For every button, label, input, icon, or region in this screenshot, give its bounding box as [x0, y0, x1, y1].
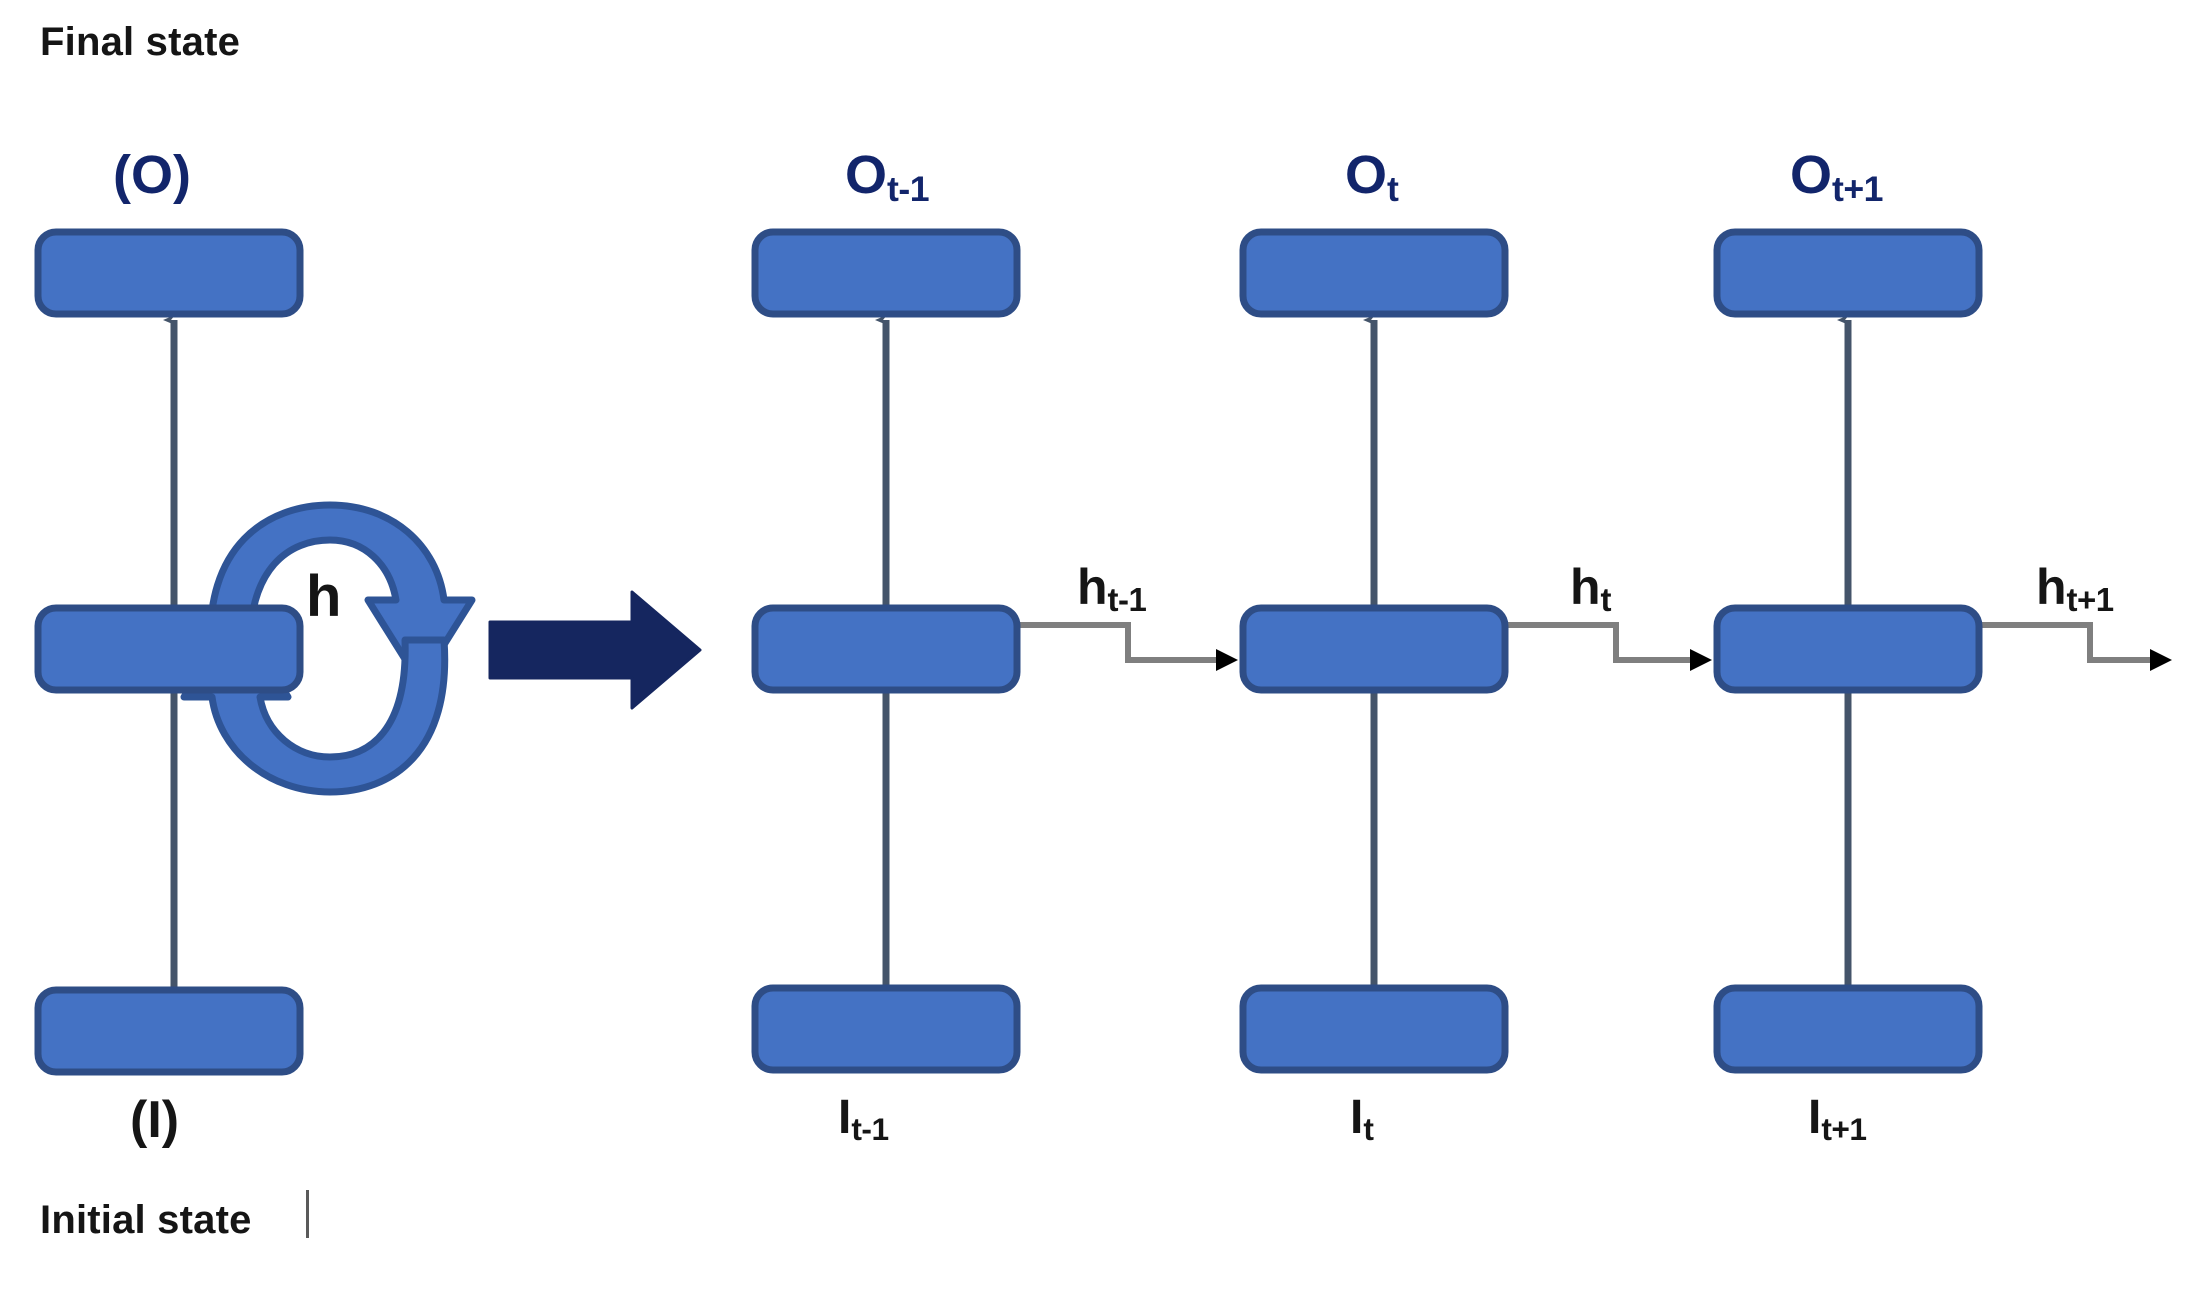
t3-input-box — [1713, 984, 1983, 1074]
h-subscript-t: t — [1600, 581, 1612, 619]
h-connector-t-minus-1 — [1015, 622, 1238, 671]
t3-input-subscript: t+1 — [1821, 1110, 1867, 1147]
h-subscript-t-minus-1: t-1 — [1107, 581, 1147, 619]
final-state-caption: Final state — [40, 20, 241, 64]
h-label-t-plus-1: ht+1 — [2036, 559, 2114, 616]
t2-output-base: O — [1345, 145, 1388, 205]
t1-input-label: It-1 — [838, 1091, 889, 1145]
t2-input-box — [1239, 984, 1509, 1074]
t2-output-subscript: t — [1387, 168, 1399, 209]
t1-output-base: O — [845, 145, 888, 205]
folded-output-box — [34, 228, 304, 318]
t3-output-base: O — [1790, 145, 1833, 205]
t2-hidden-box — [1239, 604, 1509, 694]
t1-output-subscript: t-1 — [887, 168, 930, 209]
h-base-t: h — [1570, 559, 1601, 615]
h-base-t-minus-1: h — [1077, 559, 1108, 615]
folded-output-label: (O) — [113, 145, 191, 205]
t1-hidden-box — [751, 604, 1021, 694]
t1-input-subscript: t-1 — [851, 1110, 889, 1147]
folded-input-label: (I) — [130, 1091, 180, 1149]
t3-input-base: I — [1808, 1091, 1822, 1144]
folded-hidden-box — [34, 604, 304, 694]
t3-output-label: Ot+1 — [1790, 145, 1883, 207]
t3-hidden-box — [1713, 604, 1983, 694]
folded-input-box — [34, 986, 304, 1076]
t2-output-label: Ot — [1345, 145, 1399, 207]
t2-output-box — [1239, 228, 1509, 318]
h-label-t-minus-1: ht-1 — [1077, 559, 1147, 616]
t3-output-subscript: t+1 — [1832, 168, 1883, 209]
t1-input-base: I — [838, 1091, 852, 1144]
h-connector-t-plus-1 — [1978, 622, 2172, 671]
t2-input-subscript: t — [1363, 1110, 1374, 1147]
t3-output-box — [1713, 228, 1983, 318]
t3-input-label: It+1 — [1808, 1091, 1867, 1145]
t2-input-base: I — [1350, 1091, 1364, 1144]
h-subscript-t-plus-1: t+1 — [2066, 581, 2115, 619]
t2-input-label: It — [1350, 1091, 1374, 1145]
text-cursor-caret — [306, 1190, 309, 1238]
h-label-t: ht — [1570, 559, 1612, 616]
t1-output-label: Ot-1 — [845, 145, 930, 207]
recurrence-label-h: h — [306, 564, 342, 629]
h-connector-t — [1504, 622, 1712, 671]
t1-output-box — [751, 228, 1021, 318]
t1-input-box — [751, 984, 1021, 1074]
h-base-t-plus-1: h — [2036, 559, 2067, 615]
initial-state-caption: Initial state — [40, 1198, 252, 1242]
unroll-arrow-icon — [488, 590, 702, 710]
